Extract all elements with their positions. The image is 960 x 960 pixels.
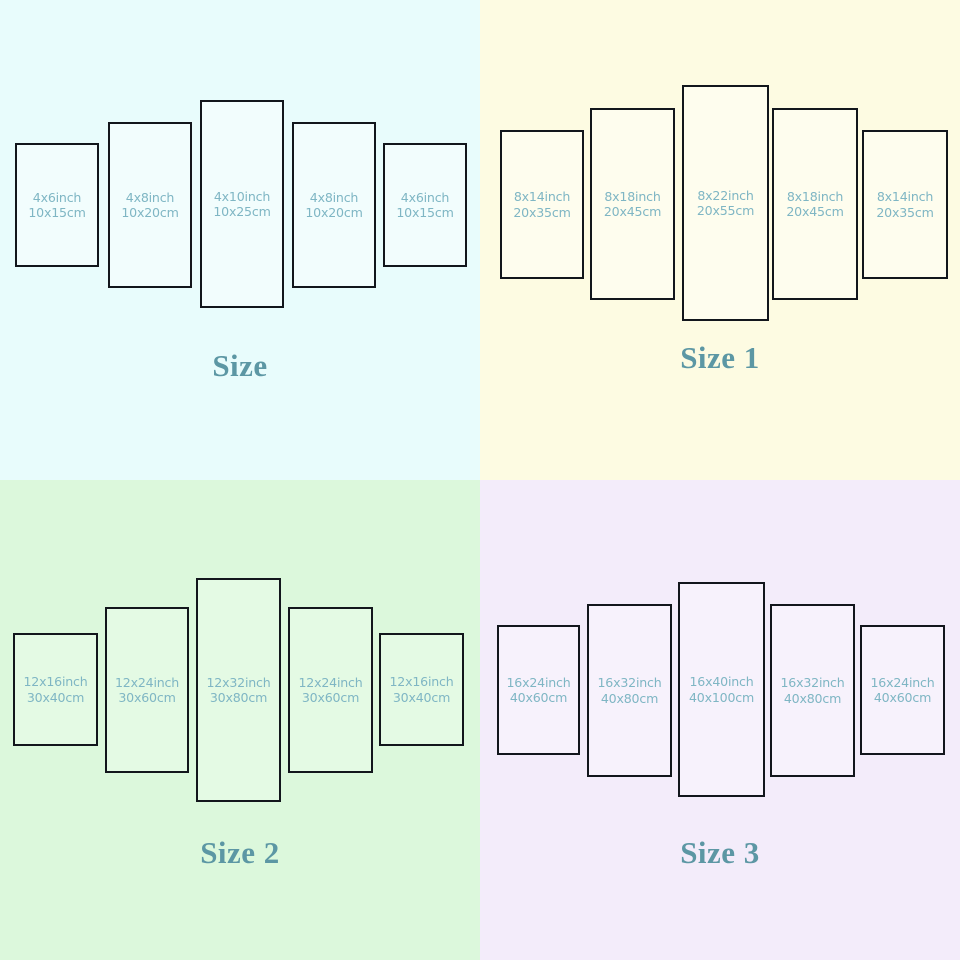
panel-size-inch: 12x24inch bbox=[298, 674, 363, 690]
panel-size-cm: 10x15cm bbox=[396, 205, 454, 220]
panel-size-inch: 4x6inch bbox=[32, 189, 82, 205]
size-option-title: Size bbox=[212, 348, 268, 383]
panel-size-inch: 16x32inch bbox=[780, 675, 845, 691]
panel-size-cm: 20x35cm bbox=[513, 204, 571, 220]
panel-size-cm: 10x20cm bbox=[305, 205, 363, 220]
panel-size-cm: 40x60cm bbox=[873, 690, 932, 705]
panel-size-inch: 16x24inch bbox=[870, 674, 935, 690]
panel-size-inch: 8x18inch bbox=[604, 188, 661, 204]
panel-size-inch: 4x10inch bbox=[213, 188, 271, 204]
panel-size-inch: 16x40inch bbox=[689, 674, 754, 690]
panel-size-inch: 12x16inch bbox=[23, 674, 88, 690]
panel-size-cm: 30x40cm bbox=[26, 689, 85, 705]
panel-size-inch: 8x14inch bbox=[876, 189, 934, 205]
panel-size-inch: 8x22inch bbox=[697, 187, 754, 203]
panel-size-inch: 12x24inch bbox=[114, 674, 180, 690]
panel-size-inch: 8x18inch bbox=[786, 188, 844, 204]
panel-size-cm: 40x80cm bbox=[600, 690, 659, 706]
panel-size-cm: 40x60cm bbox=[509, 690, 568, 705]
panel-size-cm: 20x45cm bbox=[786, 204, 844, 219]
size-option-title: Size 3 bbox=[680, 835, 760, 870]
panel-size-inch: 4x6inch bbox=[400, 189, 450, 205]
panel-size-cm: 30x80cm bbox=[209, 690, 268, 705]
size-option-title: Size 1 bbox=[680, 340, 760, 375]
panel-size-cm: 30x60cm bbox=[118, 690, 176, 705]
panel-size-inch: 16x32inch bbox=[597, 675, 662, 691]
panel-size-inch: 4x8inch bbox=[309, 189, 359, 205]
panel-size-cm: 10x20cm bbox=[121, 205, 179, 220]
panel-size-cm: 40x100cm bbox=[688, 689, 755, 705]
panel-size-cm: 30x60cm bbox=[301, 690, 360, 705]
panel-size-cm: 30x40cm bbox=[392, 689, 451, 705]
panel-size-cm: 20x55cm bbox=[696, 203, 755, 218]
size-option-title: Size 2 bbox=[200, 835, 280, 870]
panel-size-inch: 12x16inch bbox=[389, 674, 454, 690]
panel-size-cm: 20x35cm bbox=[876, 204, 934, 220]
panel-size-inch: 16x24inch bbox=[506, 674, 571, 690]
panel-size-cm: 40x80cm bbox=[783, 690, 842, 706]
panel-size-inch: 8x14inch bbox=[513, 189, 571, 205]
panel-size-cm: 20x45cm bbox=[603, 204, 662, 219]
panel-size-inch: 4x8inch bbox=[125, 189, 175, 205]
panel-size-cm: 10x25cm bbox=[213, 204, 271, 219]
panel-size-inch: 12x32inch bbox=[206, 674, 271, 690]
panel-size-cm: 10x15cm bbox=[28, 205, 86, 220]
